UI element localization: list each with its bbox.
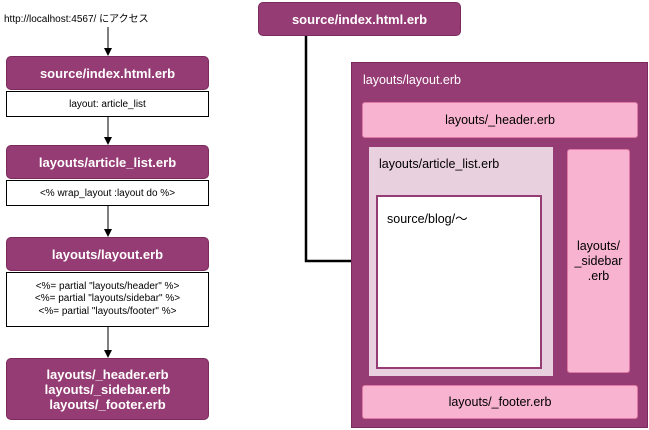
sidebar-partial-box: layouts/ _sidebar .erb — [567, 149, 630, 373]
footer-partial-box: layouts/_footer.erb — [362, 385, 638, 419]
header-partial-label: layouts/_header.erb — [445, 113, 555, 127]
article-list-title: layouts/article_list.erb — [379, 157, 500, 171]
blog-content-label: source/blog/〜 — [387, 212, 468, 226]
blog-content-box — [376, 195, 542, 369]
flow-note-partial-header: <%= partial "layouts/header" %> — [35, 280, 180, 292]
flow-note-wrap-layout: <% wrap_layout :layout do %> — [6, 180, 209, 206]
flow-step-index-html-label: source/index.html.erb — [39, 65, 176, 81]
flow-step-partial-footer: layouts/_footer.erb — [49, 396, 166, 412]
url-access-label: http://localhost:4567/ にアクセス — [4, 14, 149, 25]
flow-note-partial-sidebar: <%= partial "layouts/sidebar" %> — [34, 293, 181, 305]
flow-step-layout: layouts/layout.erb — [6, 237, 209, 271]
header-partial-box: layouts/_header.erb — [362, 102, 638, 138]
flow-note-layout-setting-text: layout: article_list — [69, 98, 146, 110]
sidebar-partial-label-line1: layouts/ — [576, 238, 621, 253]
flow-step-partials: layouts/_header.erb layouts/_sidebar.erb… — [6, 358, 209, 420]
flow-step-partial-sidebar: layouts/_sidebar.erb — [44, 381, 171, 397]
flow-note-partials: <%= partial "layouts/header" %> <%= part… — [6, 272, 209, 327]
flow-note-partial-footer: <%= partial "layouts/footer" %> — [38, 305, 177, 317]
flow-step-layout-label: layouts/layout.erb — [51, 246, 164, 262]
flow-step-index-html: source/index.html.erb — [6, 56, 209, 90]
flow-step-partial-header: layouts/_header.erb — [46, 366, 169, 382]
sidebar-partial-label-line3: .erb — [587, 268, 610, 283]
layout-container-title: layouts/layout.erb — [363, 73, 461, 87]
flow-step-article-list-label: layouts/article_list.erb — [38, 154, 177, 170]
flow-note-wrap-layout-text: <% wrap_layout :layout do %> — [39, 187, 176, 199]
source-index-box: source/index.html.erb — [258, 2, 461, 36]
sidebar-partial-label-line2: _sidebar — [574, 253, 623, 268]
flow-step-article-list: layouts/article_list.erb — [6, 145, 209, 179]
source-index-box-label: source/index.html.erb — [291, 11, 428, 27]
footer-partial-label: layouts/_footer.erb — [448, 395, 552, 409]
flow-note-layout-setting: layout: article_list — [6, 91, 209, 117]
